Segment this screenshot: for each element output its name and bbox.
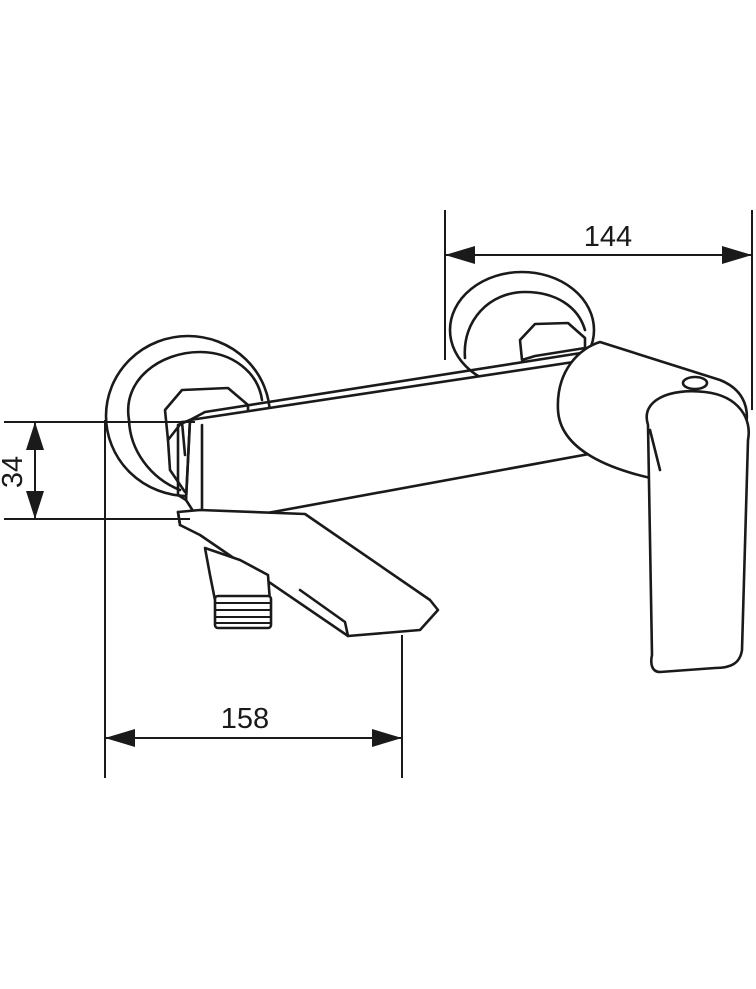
mixer-body xyxy=(176,348,602,527)
arrowhead-bottom xyxy=(26,491,44,519)
arrowhead-left xyxy=(105,729,135,747)
lever-handle xyxy=(645,389,751,674)
arrowhead-right xyxy=(722,246,752,264)
arrowhead-top xyxy=(26,422,44,450)
dimension-158: 158 xyxy=(105,703,402,747)
arrowhead-right xyxy=(372,729,402,747)
extension-lines xyxy=(4,210,753,778)
dimension-label-158: 158 xyxy=(221,703,269,735)
shower-outlet xyxy=(203,546,273,630)
right-hex-nut xyxy=(518,321,587,362)
arrowhead-left xyxy=(445,246,475,264)
spout xyxy=(176,508,440,638)
dimension-label-34: 34 xyxy=(0,456,29,488)
left-hex-nut xyxy=(163,386,250,494)
dimension-label-144: 144 xyxy=(584,221,632,253)
dimension-144: 144 xyxy=(445,221,752,264)
dimension-34: 34 xyxy=(0,422,44,519)
